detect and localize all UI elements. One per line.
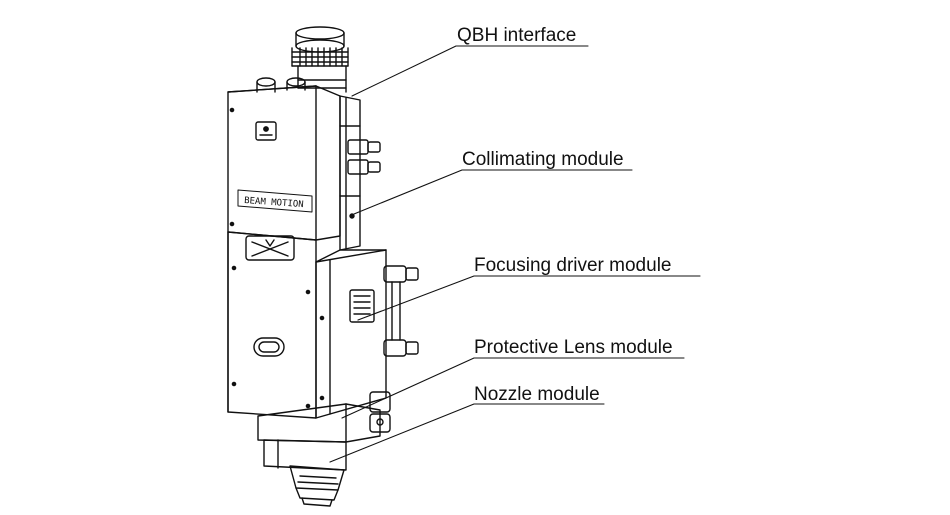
control-box: BEAM MOTION	[227, 77, 341, 241]
label-nozzle-module: Nozzle module	[474, 384, 600, 405]
label-protective-lens-module: Protective Lens module	[474, 337, 673, 358]
protective-lens-block	[257, 391, 391, 443]
device-marking-text: BEAM MOTION	[244, 196, 304, 210]
focusing-block	[315, 249, 419, 419]
protective-leader	[341, 357, 685, 419]
label-collimating-module: Collimating module	[462, 149, 624, 170]
nozzle-leader	[329, 403, 605, 463]
label-focusing-driver-module: Focusing driver module	[474, 255, 672, 276]
leader-lines	[329, 45, 701, 463]
collimating-column	[339, 95, 381, 251]
main-housing	[227, 231, 317, 419]
focusing-leader	[357, 275, 701, 321]
qbh-connector	[291, 26, 349, 93]
qbh-leader	[351, 45, 589, 97]
collimating-leader	[353, 169, 633, 215]
nozzle-block	[263, 439, 347, 507]
label-qbh-interface: QBH interface	[457, 25, 577, 46]
